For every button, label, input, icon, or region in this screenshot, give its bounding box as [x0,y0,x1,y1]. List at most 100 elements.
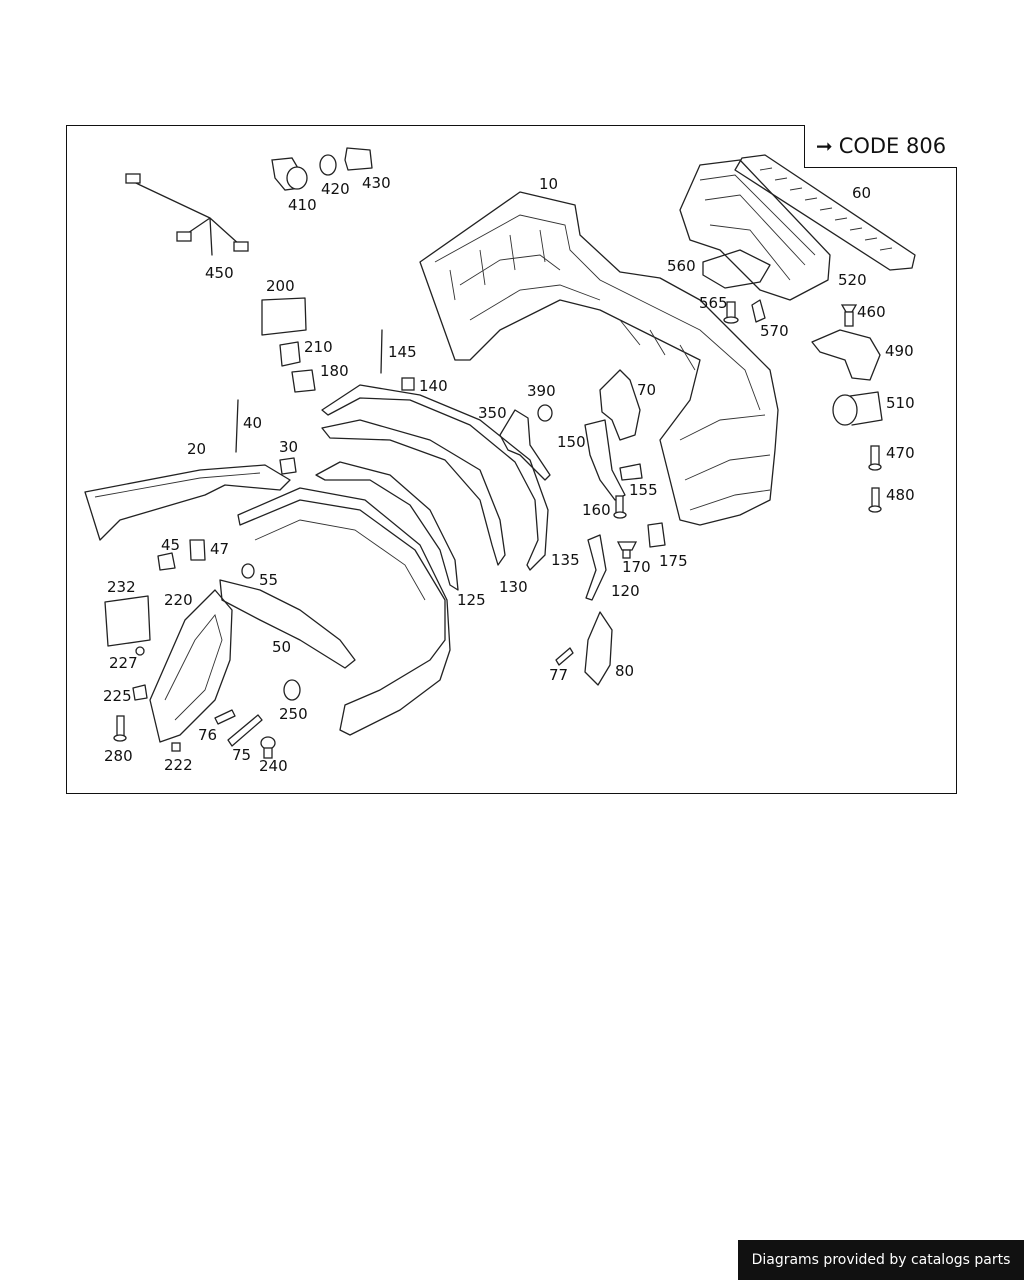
part-200-flap [261,297,307,336]
callout-50: 50 [272,638,292,656]
part-450-wiring [125,173,249,256]
callout-40: 40 [243,414,263,432]
part-80-flap [584,611,613,686]
part-350-bracket [499,409,551,481]
callout-225: 225 [103,687,132,705]
callout-222: 222 [164,756,193,774]
callout-120: 120 [611,582,640,600]
callout-70: 70 [637,381,657,399]
callout-20: 20 [187,440,207,458]
part-420-ring [319,154,337,176]
part-40-rod [235,399,239,453]
part-570-clip [751,299,766,323]
part-145-rod [380,329,383,374]
callout-145: 145 [388,343,417,361]
callout-280: 280 [104,747,133,765]
callout-160: 160 [582,501,611,519]
part-232-panel [104,595,151,647]
part-70-bracket [599,369,641,441]
option-code-label: CODE 806 [838,134,947,158]
part-170-rivet [616,541,638,559]
callout-520: 520 [838,271,867,289]
callout-55: 55 [259,571,279,589]
callout-10: 10 [539,175,559,193]
callout-232: 232 [107,578,136,596]
callout-560: 560 [667,257,696,275]
part-145-strip [321,384,549,571]
callout-450: 450 [205,264,234,282]
diagram-frame [66,125,957,794]
callout-430: 430 [362,174,391,192]
part-225-clip [132,684,148,701]
footer-credit: Diagrams provided by catalogs parts [738,1240,1024,1280]
part-140-clip [401,377,415,391]
part-160-screw [613,495,627,519]
part-280-screw [113,715,127,742]
callout-410: 410 [288,196,317,214]
part-460-rivet [840,304,858,327]
callout-470: 470 [886,444,915,462]
callout-150: 150 [557,433,586,451]
part-155-clip [619,463,643,481]
callout-155: 155 [629,481,658,499]
callout-135: 135 [551,551,580,569]
part-50-beam [219,579,356,669]
part-60-skid-plate [734,154,916,271]
callout-130: 130 [499,578,528,596]
part-175-clip [647,522,666,548]
callout-420: 420 [321,180,350,198]
part-77-clip [555,647,574,666]
part-490-bracket [811,329,881,381]
callout-45: 45 [161,536,181,554]
callout-510: 510 [886,394,915,412]
callout-80: 80 [615,662,635,680]
callout-60: 60 [852,184,872,202]
part-75-strip [227,714,263,747]
part-565-screw [723,301,739,324]
callout-210: 210 [304,338,333,356]
callout-240: 240 [259,757,288,775]
callout-76: 76 [198,726,218,744]
callout-480: 480 [886,486,915,504]
part-520-lower-trim [679,159,831,301]
part-10-bumper-cover [419,191,779,526]
part-222-clip [171,742,181,752]
callout-350: 350 [478,404,507,422]
part-130-strip [321,419,506,566]
callout-75: 75 [232,746,252,764]
part-560-bracket [702,249,771,289]
part-180-bracket [291,369,316,393]
callout-200: 200 [266,277,295,295]
callout-170: 170 [622,558,651,576]
callout-570: 570 [760,322,789,340]
callout-390: 390 [527,382,556,400]
part-30-clip [279,457,297,475]
part-50-lower-cover [237,487,451,736]
part-470-screw [868,445,882,471]
callout-77: 77 [549,666,569,684]
callout-250: 250 [279,705,308,723]
part-480-screw [868,487,882,513]
part-227-clip [135,646,145,656]
part-240-screw [260,736,276,759]
part-220-side-bracket [149,589,233,743]
part-150-bracket [584,419,626,501]
callout-140: 140 [419,377,448,395]
part-250-grommet [283,679,301,701]
part-430-holder [344,147,373,171]
arrow-right-icon: ➞ [815,134,833,158]
callout-227: 227 [109,654,138,672]
callout-180: 180 [320,362,349,380]
callout-220: 220 [164,591,193,609]
part-55-grommet [241,563,255,579]
part-47-clip [189,539,206,561]
callout-125: 125 [457,591,486,609]
callout-30: 30 [279,438,299,456]
part-210-bracket [279,341,301,367]
part-410-sensor [271,157,308,191]
callout-490: 490 [885,342,914,360]
callout-565: 565 [699,294,728,312]
part-125-strip [315,461,459,591]
part-120-trim [585,534,607,601]
